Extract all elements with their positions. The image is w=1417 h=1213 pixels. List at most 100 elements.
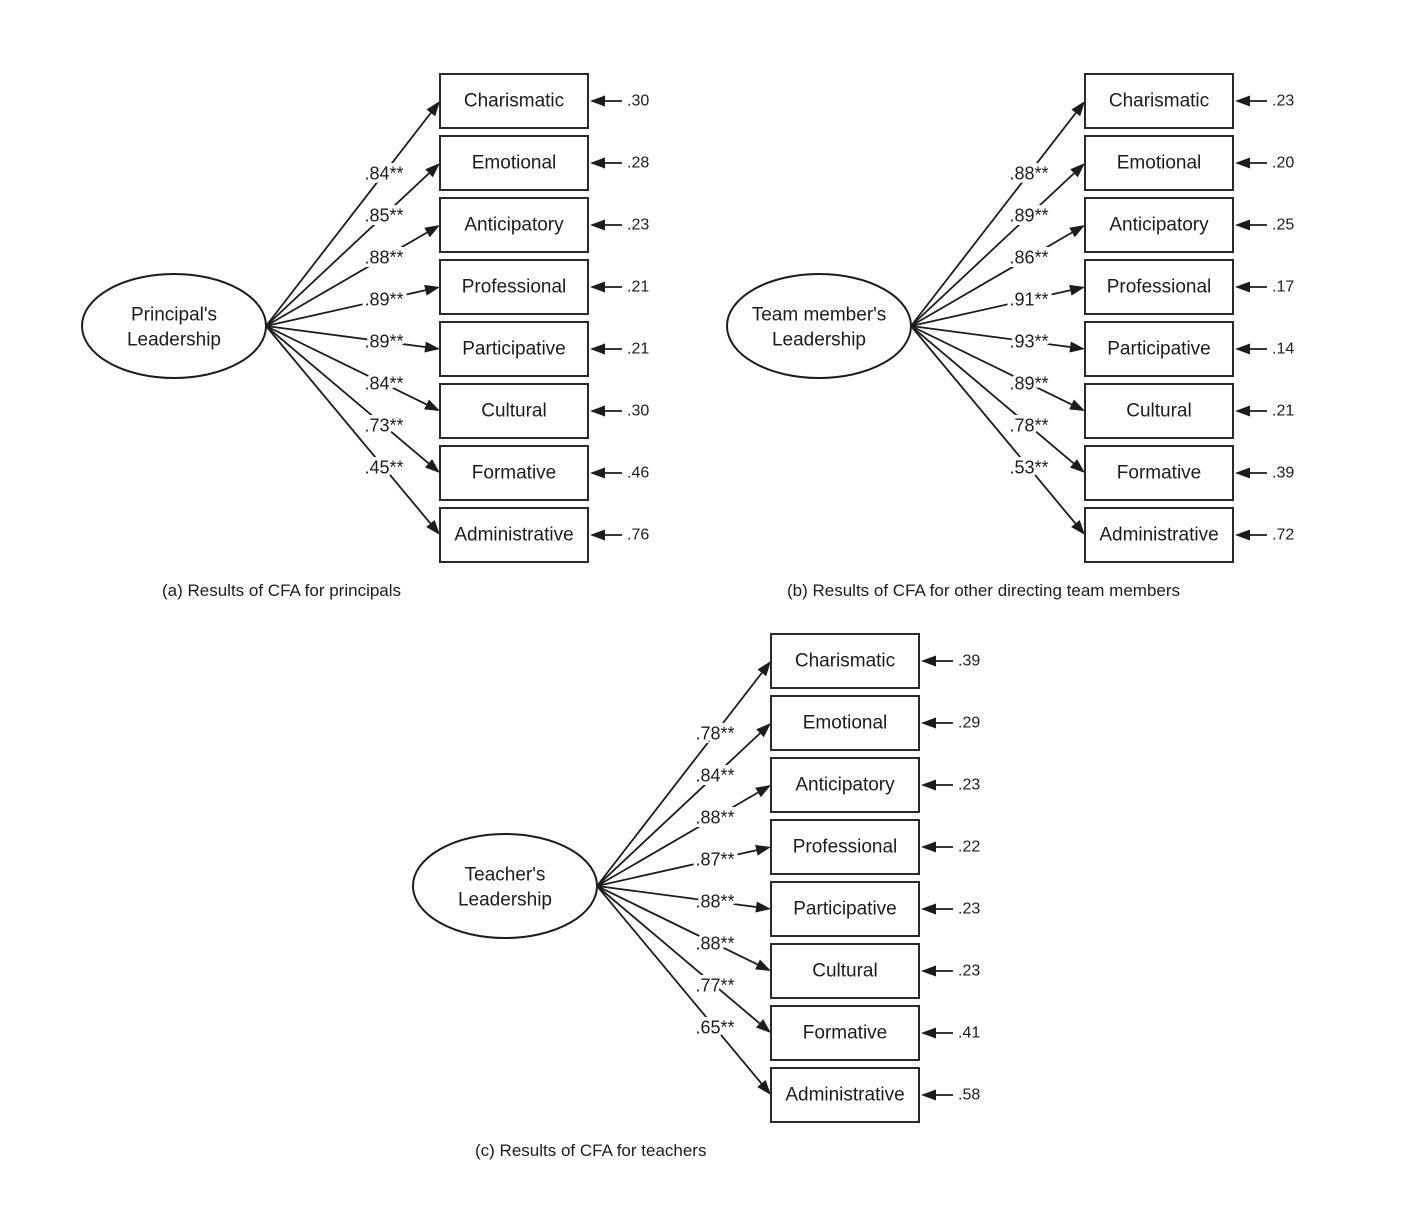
error-arrowhead <box>921 655 936 667</box>
loading-arrowhead <box>424 399 440 411</box>
loading-value-halo: .89** <box>364 290 403 310</box>
error-value: .20 <box>1272 155 1294 172</box>
loading-value-halo: .84** <box>364 374 403 394</box>
loading-arrowhead <box>1071 519 1085 535</box>
error-value: .41 <box>958 1025 980 1042</box>
loading-value: .93** <box>1009 332 1048 352</box>
loading-value: .45** <box>364 458 403 478</box>
loading-path <box>596 732 761 887</box>
error-value: .46 <box>627 465 649 482</box>
error-arrowhead <box>921 965 936 977</box>
loading-value: .73** <box>364 416 403 436</box>
loading-arrowhead <box>755 844 771 856</box>
error-arrowhead <box>590 467 605 479</box>
loading-value-halo: .78** <box>1009 416 1048 436</box>
loading-value-halo: .86** <box>1009 248 1048 268</box>
indicator-label: Anticipatory <box>795 775 895 796</box>
loading-path <box>596 885 761 1025</box>
loading-arrowhead <box>756 723 771 738</box>
loading-value-halo: .65** <box>695 1018 734 1038</box>
indicator-box <box>1084 259 1234 315</box>
loading-value-halo: .87** <box>695 850 734 870</box>
indicator-label: Emotional <box>803 713 888 734</box>
loading-value: .88** <box>364 248 403 268</box>
error-value: .58 <box>958 1087 980 1104</box>
indicator-label: Anticipatory <box>464 215 564 236</box>
indicator-box <box>1084 135 1234 191</box>
error-arrowhead <box>1235 467 1250 479</box>
indicator-label: Participative <box>1107 339 1211 360</box>
loading-value-halo: .89** <box>1009 374 1048 394</box>
latent-label-line: Principal's <box>131 305 217 326</box>
indicator-box <box>770 633 920 689</box>
error-value: .39 <box>958 653 980 670</box>
loading-arrowhead <box>1069 459 1085 473</box>
loading-arrowhead <box>424 284 440 296</box>
diagram-caption: (b) Results of CFA for other directing t… <box>787 581 1180 600</box>
loading-path <box>265 325 430 465</box>
loading-value-halo: .89** <box>364 332 403 352</box>
loading-value: .89** <box>364 332 403 352</box>
error-arrowhead <box>590 405 605 417</box>
loading-path <box>596 885 757 908</box>
loading-value-halo: .85** <box>364 205 403 225</box>
indicator-box <box>1084 197 1234 253</box>
indicator-box <box>770 943 920 999</box>
loading-value-halo: .89** <box>1009 205 1048 225</box>
indicator-box <box>1084 507 1234 563</box>
loading-path <box>910 289 1071 327</box>
loading-path <box>596 672 763 887</box>
loading-value: .78** <box>695 723 734 743</box>
error-value: .17 <box>1272 279 1294 296</box>
error-arrowhead <box>590 95 605 107</box>
loading-value-halo: .88** <box>695 934 734 954</box>
indicator-box <box>770 1005 920 1061</box>
loading-value: .84** <box>695 765 734 785</box>
loading-value-halo: .88** <box>695 808 734 828</box>
indicator-box <box>770 695 920 751</box>
loading-value: .88** <box>1009 163 1048 183</box>
loading-value: .85** <box>364 205 403 225</box>
error-value: .30 <box>627 403 649 420</box>
error-arrowhead <box>590 281 605 293</box>
error-arrowhead <box>590 343 605 355</box>
indicator-label: Emotional <box>1117 153 1202 174</box>
loading-arrowhead <box>757 661 771 677</box>
loading-value-halo: .45** <box>364 458 403 478</box>
loading-arrowhead <box>424 225 440 238</box>
indicator-label: Participative <box>462 339 566 360</box>
loading-arrowhead <box>425 163 440 178</box>
loading-path <box>265 325 432 525</box>
diagram-b: .88**.88**Charismatic.23.89**.89**Emotio… <box>726 73 1294 600</box>
error-value: .76 <box>627 527 649 544</box>
error-arrowhead <box>1235 405 1250 417</box>
indicator-box <box>439 135 589 191</box>
loading-value-halo: .53** <box>1009 458 1048 478</box>
loading-value-halo: .88** <box>695 892 734 912</box>
error-value: .72 <box>1272 527 1294 544</box>
indicator-label: Formative <box>1117 463 1201 484</box>
indicator-box <box>770 757 920 813</box>
loading-value-halo: .88** <box>1009 163 1048 183</box>
indicator-label: Administrative <box>1099 525 1218 546</box>
latent-label-line: Leadership <box>458 890 552 911</box>
loading-path <box>910 172 1075 327</box>
error-arrowhead <box>1235 157 1250 169</box>
indicator-label: Cultural <box>812 961 877 982</box>
loading-value: .53** <box>1009 458 1048 478</box>
indicator-box <box>1084 73 1234 129</box>
error-value: .21 <box>627 341 649 358</box>
error-value: .39 <box>1272 465 1294 482</box>
indicator-label: Formative <box>472 463 556 484</box>
indicator-box <box>439 507 589 563</box>
loading-path <box>265 325 426 348</box>
loading-arrowhead <box>426 519 440 535</box>
loading-path <box>910 325 1072 406</box>
loading-value: .88** <box>695 808 734 828</box>
error-value: .22 <box>958 839 980 856</box>
loading-arrowhead <box>1069 225 1085 238</box>
loading-arrowhead <box>755 785 771 798</box>
error-arrowhead <box>1235 343 1250 355</box>
indicator-label: Cultural <box>1126 401 1191 422</box>
